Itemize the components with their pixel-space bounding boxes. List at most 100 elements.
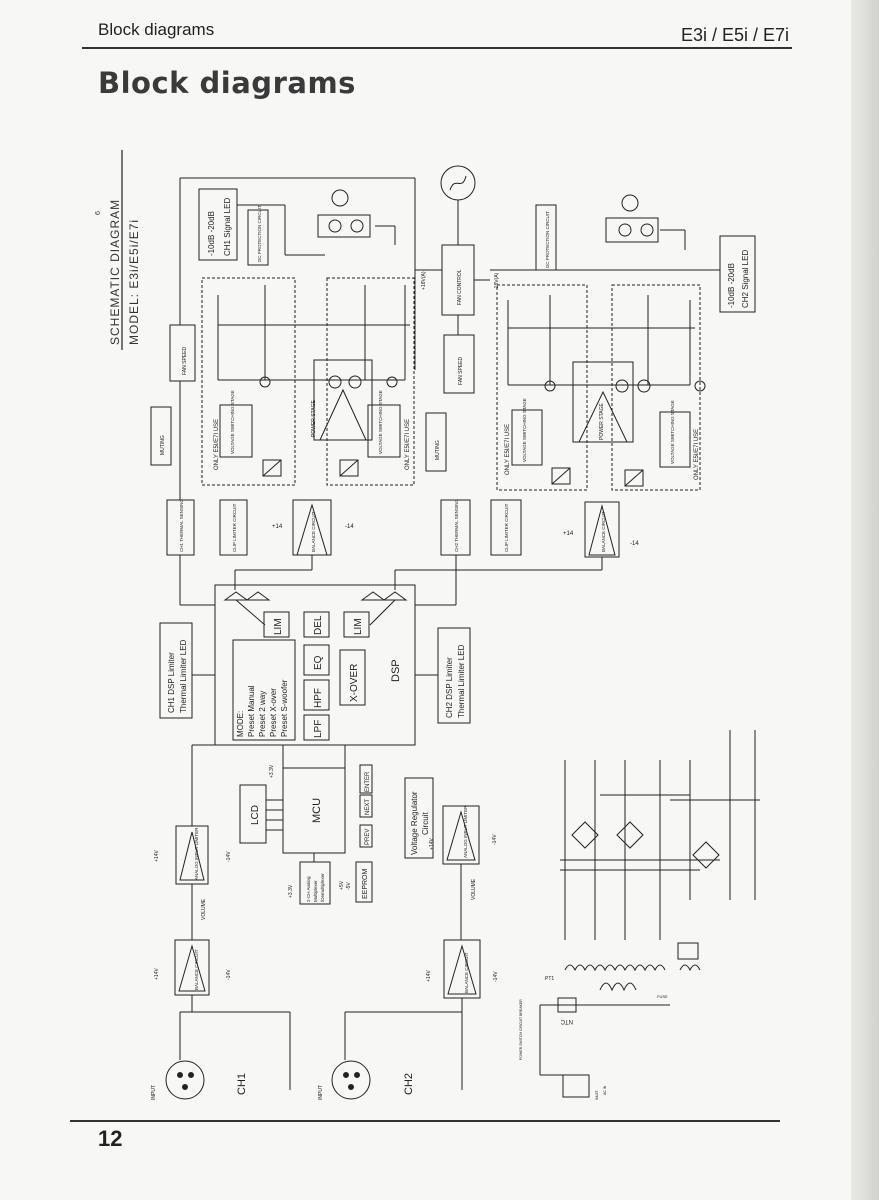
dsp-del-label: DEL: [313, 615, 324, 635]
ch1-fan-speed-box: [169, 324, 196, 382]
ch2-thermal-label: CH2 THERMAL SENSING: [454, 498, 459, 552]
next-label: NEXT: [365, 799, 371, 815]
ch2-power-region: [611, 284, 701, 491]
mcu-label: MCU: [311, 798, 323, 823]
ch2-vss-right-box: [659, 411, 691, 468]
ch2-rail-m14: -14: [630, 541, 639, 547]
ch2-dsp-led-line2: Thermal Limiter LED: [457, 644, 466, 718]
ch1-clip-box: [219, 499, 248, 556]
ch2-fan-speed-box: [443, 334, 475, 394]
lcd-label: LCD: [250, 805, 261, 825]
ch1-dsp-led-box: [159, 622, 193, 719]
dsp-lim-right-label: LIM: [353, 618, 364, 635]
header-rule: [82, 47, 792, 49]
ch1-analog-limiter-label: ANALOG INPUT LIMITER: [194, 827, 199, 880]
ch1-only-use-left: ONLY E5I/E7I USE: [214, 419, 220, 470]
ch1-power-stage-label: POWER STAGE: [311, 399, 317, 437]
ch2-input-balance-label: BALANCE CIRCUIT: [464, 952, 469, 993]
page-title: Block diagrams: [98, 66, 356, 100]
schematic-model: MODEL: E3i/E5i/E7i: [127, 219, 141, 345]
ac-in-label: AC IN: [603, 1085, 607, 1095]
prev-label: PREV: [365, 829, 371, 845]
ch2-volume-label: VOLUME: [471, 878, 477, 900]
ch1-dc-protection-label: DC PROTECTION CIRCUIT: [257, 205, 262, 262]
ch2-input-m14v: -14V: [493, 971, 499, 982]
ch1-power-region: [326, 277, 415, 486]
dsp-region: [214, 584, 416, 746]
rail-m18v: -18V(A): [494, 272, 500, 290]
dsp-eq-label: EQ: [313, 655, 324, 670]
ch2-only-use-right: ONLY E5I/E7I USE: [694, 429, 700, 480]
ch1-vss-right-box: [367, 404, 401, 458]
ch2-signal-led-box: [719, 235, 756, 313]
vreg-box: [404, 777, 434, 859]
ch1-fan-speed-label: FAN SPEED: [182, 347, 188, 375]
ch2-input-label: INPUT: [318, 1085, 324, 1100]
dsp-mode-0: MODE:: [236, 711, 245, 737]
mux-line1: 2-CH Analog: [306, 876, 311, 902]
dsp-lpf: [303, 714, 330, 741]
vreg-line2: Circuit: [421, 812, 430, 835]
ch1-speaker-terminal: [317, 214, 371, 238]
mcu-rail-3v3: +3.3V: [269, 764, 275, 778]
dsp-mode-3: Preset X-over: [269, 688, 278, 737]
dsp-lim-left: [263, 611, 290, 638]
schematic-sheet: 6: [95, 211, 102, 215]
ch2-signal-led-line1: -10dB -20dB: [727, 263, 736, 308]
transformer-primary: [564, 964, 666, 972]
vreg-line1: Voltage Regulator: [410, 791, 419, 855]
ch1-signal-led-line2: CH1 Signal LED: [223, 198, 232, 256]
prev-button-box: [359, 824, 373, 848]
ch1-clip-label: CLIP LIMITER CIRCUIT: [232, 503, 237, 552]
ch1-input-p14v: +14V: [154, 968, 160, 980]
schematic-heading: SCHEMATIC DIAGRAM: [108, 199, 122, 345]
dsp-lpf-label: LPF: [313, 720, 324, 738]
ch1-input-balance-label: BALANCE CIRCUIT: [194, 949, 199, 990]
ch2-vss-left-label: VOLTAGE SWITCHING STAGE: [522, 398, 527, 462]
eeprom-label: EEPROM: [362, 868, 369, 899]
ch1-dsp-led-line1: CH1 DSP Limiter: [167, 652, 176, 713]
ch2-power-stage-label: POWER STAGE: [599, 402, 605, 440]
ch1-rail-m14: -14: [345, 524, 354, 530]
ch1-input-label: INPUT: [151, 1085, 157, 1100]
dsp-del: [303, 611, 330, 638]
dsp-label: DSP: [390, 659, 402, 682]
ch1-vss-left-label: VOLTAGE SWITCHING STAGE: [230, 390, 235, 454]
ch1-signal-led-box: [198, 188, 238, 261]
dsp-lim-right: [343, 611, 370, 638]
ch2-speaker-terminal: [605, 217, 659, 243]
ntc-label: NTC: [560, 1018, 573, 1024]
dsp-lim-left-label: LIM: [273, 618, 284, 635]
ch2-analog-m14v: -14V: [492, 834, 498, 845]
ch1-muting-label: MUTING: [160, 435, 166, 455]
dsp-mode-4: Preset S-woofer: [280, 679, 289, 737]
rail-p18v: +18V(A): [421, 271, 427, 290]
dsp-eq: [303, 644, 330, 676]
enter-label: ENTER: [365, 771, 371, 792]
ch2-muting-box: [425, 412, 447, 472]
ac-inlet: [562, 1074, 590, 1098]
fuse-label: FUSE: [657, 994, 668, 999]
inlet-label: INLET: [595, 1089, 599, 1100]
dsp-xover: [339, 649, 366, 706]
ch2-vss-region: [496, 284, 588, 491]
ch2-analog-limiter-label: ANALOG INPUT LIMITER: [463, 805, 468, 858]
header-models: E3i / E5i / E7i: [680, 25, 789, 45]
ch2-muting-label: MUTING: [435, 440, 441, 460]
ch2-signal-led-line2: CH2 Signal LED: [741, 250, 750, 308]
ch2-dsp-led-line1: CH2 DSP Limiter: [445, 657, 454, 718]
dsp-hpf-label: HPF: [313, 688, 324, 708]
header-section: Block diagrams: [98, 20, 215, 39]
ch2-fan-speed-label: FAN SPEED: [458, 357, 464, 385]
mux-line3: /Demultiplexer: [320, 873, 325, 902]
ch2-clip-label: CLIP LIMITER CIRCUIT: [504, 503, 509, 552]
page-edge-shadow: [851, 0, 879, 1200]
ch2-label: CH2: [403, 1073, 415, 1095]
fan-control-label: FAN CONTROL: [457, 269, 463, 305]
dsp-xover-label: X-OVER: [349, 664, 360, 702]
ch1-input-m14v: -14V: [226, 969, 232, 980]
ch1-dc-protection-box: [247, 209, 269, 266]
footer-rule: [70, 1120, 780, 1122]
ch1-xlr-connector: [165, 1060, 205, 1100]
